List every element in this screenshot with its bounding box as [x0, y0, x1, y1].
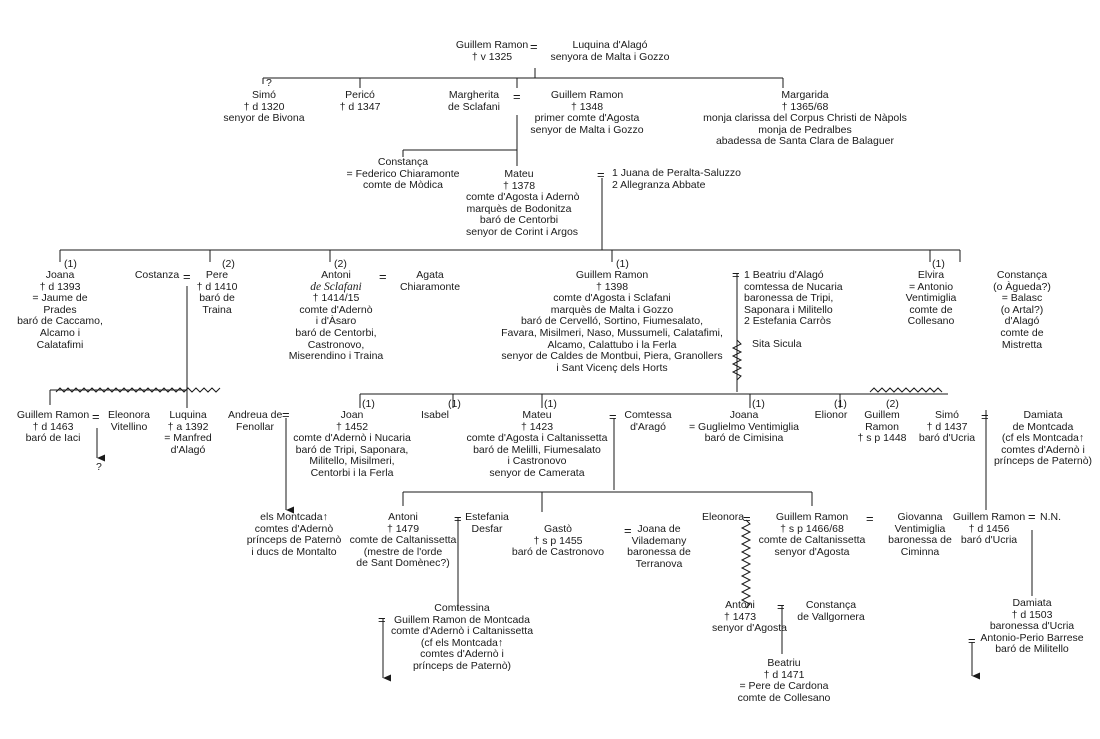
uncertain-mark: ? — [96, 461, 102, 473]
marriage-sign: = — [513, 89, 521, 104]
marriage-index: (2) — [222, 258, 235, 270]
uncertain-mark: ? — [266, 77, 272, 89]
marriage-sign: = — [1028, 509, 1036, 524]
marriage-index: (1) — [362, 398, 375, 410]
marriage-index: (1) — [932, 258, 945, 270]
person-guillem-ramon-root: Guillem Ramon† v 1325 — [455, 39, 529, 63]
person-elionor: Elionor — [814, 409, 848, 421]
marriage-sign: = — [609, 409, 617, 424]
person-sita-sicula: Sita Sicula — [752, 338, 802, 350]
marriage-sign: = — [743, 511, 751, 526]
marriage-sign: = — [454, 511, 462, 526]
marriage-sign: = — [282, 407, 290, 422]
marriage-sign: = — [92, 409, 100, 424]
marriage-index: (1) — [448, 398, 461, 410]
marriage-index: (1) — [64, 258, 77, 270]
marriage-index: (1) — [834, 398, 847, 410]
marriage-index: (2) — [334, 258, 347, 270]
marriage-sign: = — [777, 599, 785, 614]
marriage-sign: = — [981, 409, 989, 424]
marriage-sign: = — [183, 269, 191, 284]
person-nn: N.N. — [1040, 511, 1061, 523]
person-isabel: Isabel — [420, 409, 450, 421]
marriage-index: (1) — [752, 398, 765, 410]
person-perico: Pericó† d 1347 — [339, 89, 381, 113]
person-margarida: Margarida† 1365/68 monja clarissa del Co… — [703, 89, 907, 148]
marriage-sign: = — [378, 612, 386, 627]
marriage-index: (2) — [886, 398, 899, 410]
marriage-sign: = — [732, 267, 740, 282]
person-constanca-agueda: Constança(o Àgueda?)= Balasc (o Artal?)d… — [993, 269, 1051, 351]
marriage-index: (1) — [544, 398, 557, 410]
marriage-index: (1) — [616, 258, 629, 270]
person-eleonora: Eleonora — [702, 511, 745, 523]
person-guillem-ramon-1348: Guillem Ramon† 1348 primer comte d'Agost… — [530, 89, 644, 136]
marriage-sign: = — [968, 633, 976, 648]
marriage-sign: = — [624, 523, 632, 538]
person-costanza: Costanza — [134, 269, 180, 281]
marriage-sign: = — [530, 39, 538, 54]
marriage-sign: = — [379, 269, 387, 284]
marriage-sign: = — [597, 167, 605, 182]
marriage-sign: = — [866, 511, 874, 526]
